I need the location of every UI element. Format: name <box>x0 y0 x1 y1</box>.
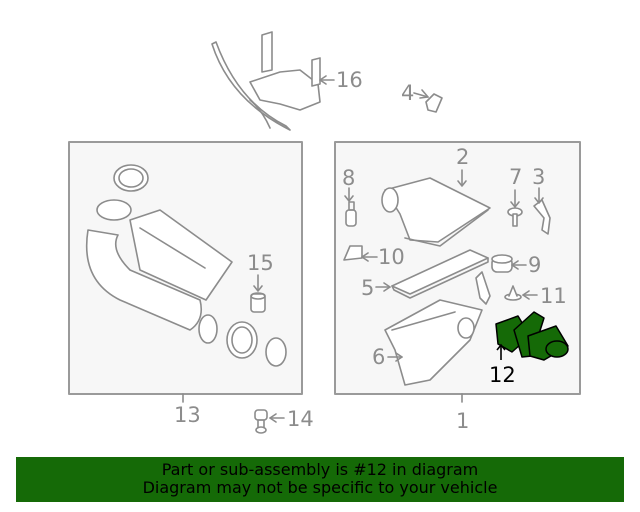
part-7-pushpin <box>507 189 523 227</box>
callout-1[interactable]: 1 <box>456 409 470 433</box>
banner-line-2: Diagram may not be specific to your vehi… <box>142 478 498 497</box>
part-9-grommet <box>491 254 527 273</box>
callout-6[interactable]: 6 <box>372 345 386 369</box>
callout-5[interactable]: 5 <box>361 276 375 300</box>
part-4-sensor <box>413 89 443 113</box>
part-11-clip <box>504 285 538 301</box>
part-15-grommet <box>250 274 266 313</box>
part-5-filter <box>375 249 489 299</box>
callout-9[interactable]: 9 <box>528 253 542 277</box>
callout-8[interactable]: 8 <box>342 166 356 190</box>
part-8-sensor <box>344 187 357 227</box>
callout-3[interactable]: 3 <box>532 165 546 189</box>
part-12-highlighted-duct <box>495 311 569 361</box>
callout-12[interactable]: 12 <box>489 363 516 387</box>
part-16-bracket <box>211 31 335 131</box>
part-14-bolt <box>254 409 285 434</box>
part-3-hose <box>533 187 551 235</box>
part-13-duct <box>85 164 287 367</box>
callout-7[interactable]: 7 <box>509 165 523 189</box>
banner-line-1: Part or sub-assembly is #12 in diagram <box>161 460 479 479</box>
callout-10[interactable]: 10 <box>378 245 405 269</box>
callout-16[interactable]: 16 <box>336 68 363 92</box>
callout-13[interactable]: 13 <box>174 403 201 427</box>
part-10-clip <box>343 245 378 262</box>
part-2-upper-cover <box>381 169 491 247</box>
callout-2[interactable]: 2 <box>456 145 470 169</box>
callout-4[interactable]: 4 <box>401 81 415 105</box>
part-6-lower-case <box>384 299 483 386</box>
callout-15[interactable]: 15 <box>247 251 274 275</box>
part-breather-hose <box>475 271 491 305</box>
callout-14[interactable]: 14 <box>287 407 314 431</box>
info-banner: Part or sub-assembly is #12 in diagram D… <box>16 457 624 502</box>
callout-11[interactable]: 11 <box>540 284 567 308</box>
